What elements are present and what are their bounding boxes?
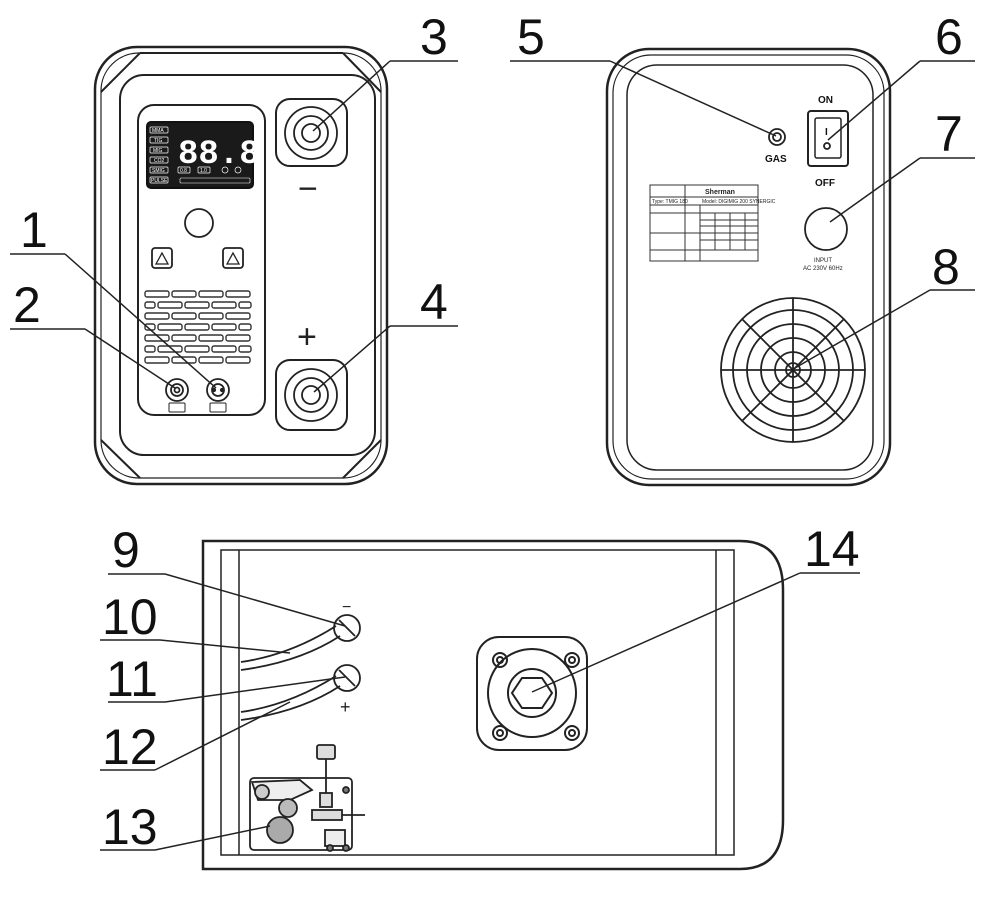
input-voltage-label: AC 230V 60Hz <box>803 266 843 272</box>
callout-14: 14 <box>804 521 860 577</box>
spool-holder <box>476 636 588 751</box>
up-button-right <box>222 247 244 269</box>
input-label: INPUT <box>814 258 832 264</box>
rear-components <box>768 110 849 251</box>
adjust-knob <box>184 208 214 238</box>
torch-connector-small <box>165 378 189 402</box>
leader-lines <box>10 60 975 851</box>
front-display: 88.8 MMA TIG MIG CO2 SMIG PULSE 0.8 1.0 <box>149 126 260 184</box>
nameplate-model: Model: DIGIMIG 200 SYNERGIC <box>702 199 776 205</box>
wire-size-1: 0.8 <box>180 168 187 174</box>
side-terminals <box>240 614 361 721</box>
callout-5: 5 <box>517 9 545 65</box>
rating-nameplate <box>649 184 759 262</box>
side-panel <box>201 539 785 871</box>
callout-10: 10 <box>102 589 158 645</box>
display-digits: 88.8 <box>178 136 260 174</box>
on-label: ON <box>818 95 833 106</box>
fan-grille <box>720 297 866 443</box>
gas-inlet <box>768 128 786 146</box>
callout-2: 2 <box>13 277 41 333</box>
negative-socket <box>284 106 338 160</box>
switch-mark: I <box>825 127 828 138</box>
mode-label-1: MMA <box>152 128 164 134</box>
front-sockets <box>165 98 348 431</box>
callout-12: 12 <box>102 719 158 775</box>
callout-6: 6 <box>935 9 963 65</box>
mode-label-6: PULSE <box>151 178 168 184</box>
side-plus-sign: + <box>340 697 351 717</box>
control-socket <box>206 378 230 402</box>
nameplate-type: Type: TMIG 180 <box>652 199 688 205</box>
front-controls <box>151 208 244 269</box>
front-plus-sign: + <box>297 318 317 356</box>
gas-label: GAS <box>765 154 787 165</box>
mode-label-2: TIG <box>154 138 162 144</box>
mode-label-3: MIG <box>153 148 163 154</box>
front-panel <box>93 45 389 486</box>
callout-4: 4 <box>420 274 448 330</box>
callout-numbers: 1 2 3 4 5 6 7 8 9 10 11 12 13 14 <box>13 9 963 855</box>
mode-label-4: CO2 <box>154 158 165 164</box>
callout-7: 7 <box>935 106 963 162</box>
callout-1: 1 <box>20 202 48 258</box>
nameplate-brand: Sherman <box>705 189 735 196</box>
positive-socket <box>284 368 338 422</box>
front-minus-sign: − <box>298 170 318 208</box>
mode-label-5: SMIG <box>152 168 165 174</box>
front-vent-slots <box>144 290 252 364</box>
up-button-left <box>151 247 173 269</box>
wire-feeder <box>249 744 365 852</box>
side-minus-sign: − <box>342 599 351 616</box>
off-label: OFF <box>815 178 835 189</box>
wire-size-2: 1.0 <box>200 168 207 174</box>
callout-8: 8 <box>932 239 960 295</box>
callout-11: 11 <box>106 651 158 707</box>
power-switch <box>807 110 849 167</box>
input-cable-gland <box>804 207 848 251</box>
callout-13: 13 <box>102 799 158 855</box>
callout-3: 3 <box>420 9 448 65</box>
rear-panel <box>605 47 892 487</box>
callout-9: 9 <box>112 522 140 578</box>
